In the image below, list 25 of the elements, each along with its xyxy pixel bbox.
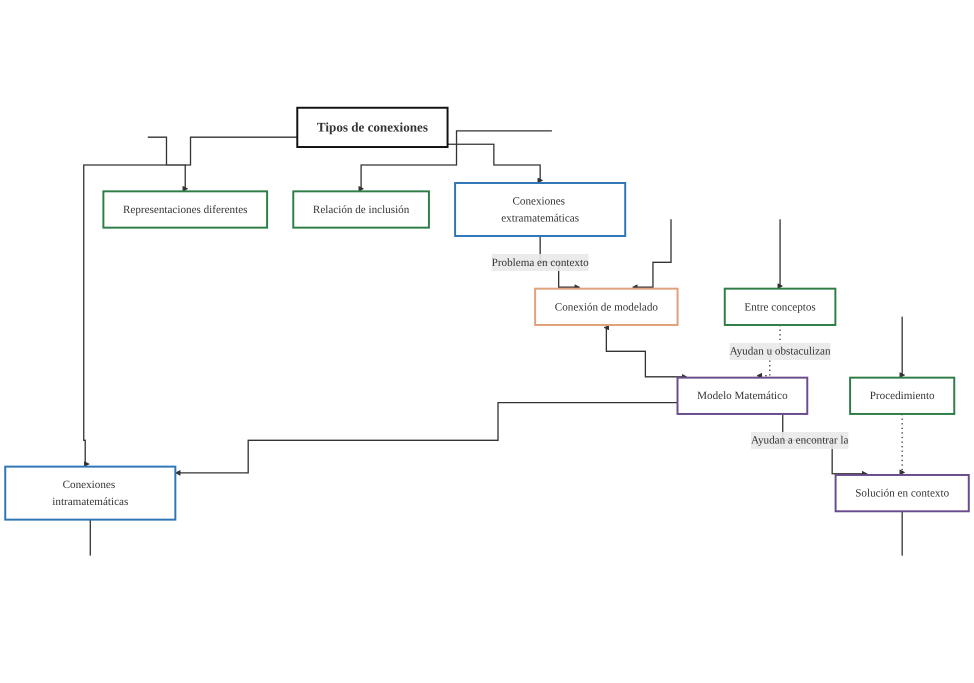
arrow — [358, 130, 552, 192]
node-box: Tipos de conexiones — [296, 106, 449, 148]
node-box: Conexiones extramatemáticas — [454, 182, 626, 237]
arrow — [899, 413, 906, 476]
arrow — [632, 218, 672, 290]
edge-label: Ayudan u obstaculizan — [730, 344, 831, 358]
arrow — [175, 402, 678, 476]
arrow — [148, 136, 188, 192]
arrow — [603, 324, 688, 380]
connector — [90, 518, 91, 556]
connector — [902, 510, 903, 556]
edge-label: Ayudan a encontrar la — [750, 434, 848, 446]
node-box: Procedimiento — [849, 376, 956, 415]
node-box: Representaciones diferentes — [102, 190, 268, 229]
arrow — [448, 144, 544, 184]
node-box: Solución en contexto — [834, 474, 970, 512]
node-box: Relación de inclusión — [292, 190, 430, 229]
node-box: Modelo Matemático — [676, 376, 808, 415]
node-box: Conexiones intramatemáticas — [4, 466, 176, 521]
node-box: Entre conceptos — [724, 288, 836, 326]
arrow — [777, 218, 783, 289]
arrow — [899, 316, 906, 378]
arrow — [83, 136, 298, 467]
node-box: Conexión de modelado — [534, 288, 679, 326]
edge-label: Problema en contexto — [492, 256, 589, 268]
